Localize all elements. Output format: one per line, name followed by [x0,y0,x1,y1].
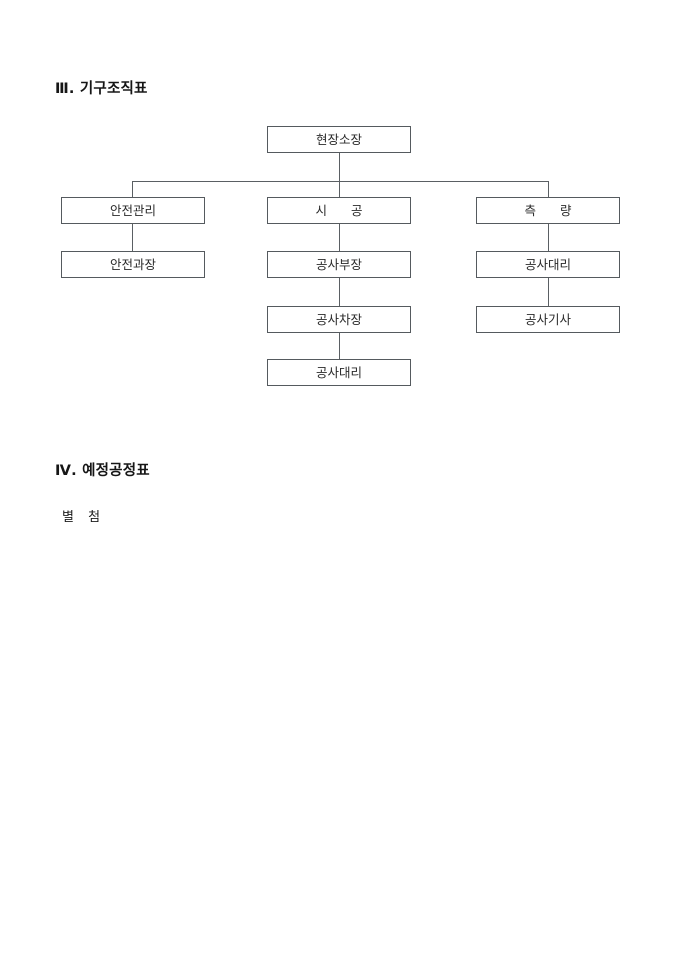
organization-chart: 현장소장 안전관리 시 공 측 량 안전과장 공사부장 공사차장 공사대리 공사… [0,0,680,420]
connector-construction-2 [339,278,340,306]
org-node-survey-2: 공사기사 [476,306,620,333]
org-node-construction-head: 시 공 [267,197,411,224]
schedule-attachment-note: 별 첨 [62,510,106,525]
org-node-construction-2: 공사차장 [267,306,411,333]
org-node-safety-head: 안전관리 [61,197,205,224]
connector-drop-survey [548,181,549,197]
org-node-survey-head: 측 량 [476,197,620,224]
connector-drop-construction [339,181,340,197]
section-heading-schedule: Ⅳ. 예정공정표 [55,463,150,479]
org-node-construction-3: 공사대리 [267,359,411,386]
org-node-survey-1: 공사대리 [476,251,620,278]
connector-distribution-bus [132,181,549,182]
org-node-root: 현장소장 [267,126,411,153]
org-node-construction-1: 공사부장 [267,251,411,278]
connector-root-trunk [339,153,340,181]
connector-survey-1 [548,224,549,251]
connector-construction-3 [339,333,340,359]
connector-construction-1 [339,224,340,251]
connector-survey-2 [548,278,549,306]
connector-drop-safety [132,181,133,197]
section-heading-org-chart: Ⅲ. 기구조직표 [55,81,148,97]
connector-safety-1 [132,224,133,251]
org-node-safety-1: 안전과장 [61,251,205,278]
